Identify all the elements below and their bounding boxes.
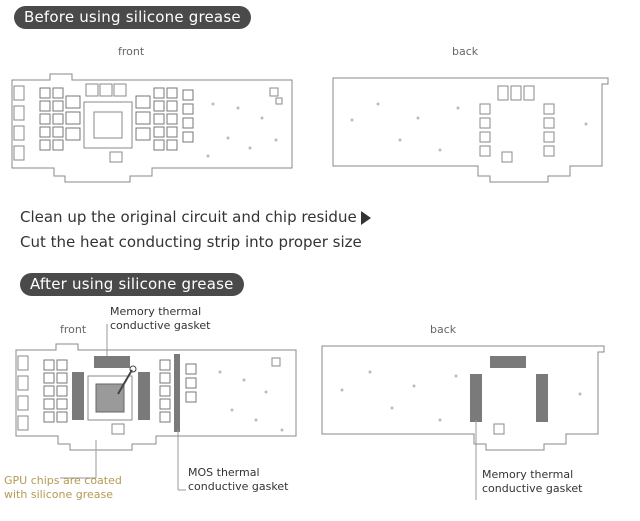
memory-gasket-front-note: Memory thermal conductive gasket [110, 305, 211, 332]
step-clean: Clean up the original circuit and chip r… [20, 208, 371, 226]
back-thermal-pads [470, 356, 548, 422]
gpu-grease [95, 383, 125, 413]
after-back-label: back [430, 323, 457, 336]
step-cut: Cut the heat conducting strip into prope… [20, 233, 362, 251]
right-arrow-icon [360, 210, 371, 225]
gpu-grease-note: GPU chips are coated with silicone greas… [4, 474, 122, 501]
before-front-board [11, 73, 293, 183]
before-back-label: back [452, 45, 479, 58]
memory-gasket-back-note: Memory thermal conductive gasket [482, 468, 583, 495]
before-front-label: front [118, 45, 145, 58]
after-front-board [15, 343, 297, 451]
before-header: Before using silicone grease [14, 6, 251, 29]
before-back-board [332, 77, 609, 183]
after-header: After using silicone grease [20, 273, 244, 296]
after-front-label: front [60, 323, 87, 336]
after-back-board [321, 345, 605, 451]
front-thermal-pads [72, 354, 180, 432]
mos-gasket-note: MOS thermal conductive gasket [188, 466, 289, 493]
